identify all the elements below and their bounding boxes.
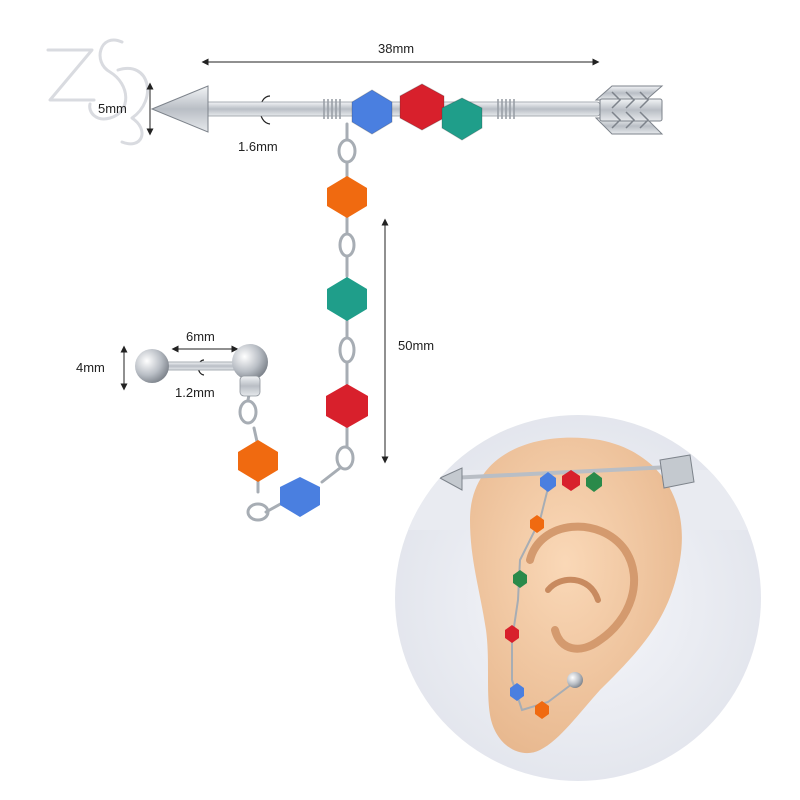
zs-butterfly-logo — [46, 38, 149, 146]
teal-bead — [441, 97, 483, 141]
red-bead — [399, 83, 445, 131]
blue-bead — [280, 477, 320, 517]
bead-chain — [238, 122, 368, 522]
red-bead — [326, 384, 368, 428]
stud-ball-label: 4mm — [76, 360, 105, 375]
ear-photo — [395, 415, 761, 781]
arrow-gauge-label: 1.6mm — [238, 139, 278, 154]
dimension-lines — [120, 58, 600, 464]
barbell-beads — [351, 83, 483, 141]
stud-barbell — [135, 344, 268, 397]
stud-length-label: 6mm — [186, 329, 215, 344]
stud-gauge-label: 1.2mm — [175, 385, 215, 400]
arrow-head-label: 5mm — [98, 101, 127, 116]
arrow-barbell — [150, 85, 664, 135]
chain-length-label: 50mm — [398, 338, 435, 353]
orange-bead — [238, 440, 278, 482]
teal-bead — [327, 277, 367, 321]
arrow-length-label: 38mm — [378, 41, 415, 56]
blue-bead — [351, 89, 393, 135]
orange-bead — [327, 176, 367, 218]
